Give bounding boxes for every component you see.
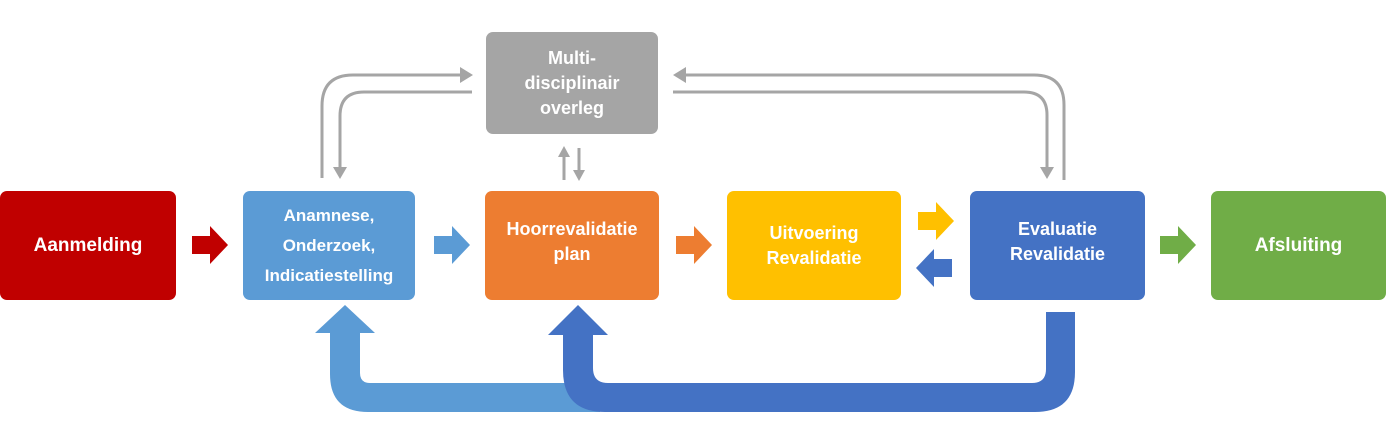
arrow-plan-to-uitvoering	[676, 226, 712, 264]
mdo-loop-left	[320, 73, 472, 178]
node-anamnese: Anamnese, Onderzoek, Indicatiestelling	[243, 191, 415, 300]
mdo-loop-right-arrowhead	[673, 67, 686, 83]
node-label: Aanmelding	[33, 234, 143, 256]
node-label: Evaluatie Revalidatie	[1009, 218, 1106, 264]
node-label: Hoorrevalidatie plan	[506, 218, 638, 264]
feedback-arrow-to-plan	[548, 305, 1075, 412]
arrow-aanmelding-to-anamnese	[192, 226, 228, 264]
node-label: Anamnese, Onderzoek, Indicatiestelling	[264, 205, 394, 285]
node-label: Uitvoering Revalidatie	[766, 222, 862, 268]
node-uitvoering-revalidatie: Uitvoering Revalidatie	[727, 191, 901, 300]
mdo-loop-left-down-arrowhead	[333, 167, 347, 179]
mdo-loop-left-arrowhead	[460, 67, 473, 83]
mdo-plan-down-arrowhead	[573, 170, 585, 181]
node-hoorrevalidatie-plan: Hoorrevalidatie plan	[485, 191, 659, 300]
mdo-loop-right	[673, 73, 1066, 180]
node-aanmelding: Aanmelding	[0, 191, 176, 300]
node-label: Afsluiting	[1254, 234, 1343, 256]
arrow-evaluatie-to-uitvoering	[916, 249, 952, 287]
mdo-loop-right-down-arrowhead	[1040, 167, 1054, 179]
node-multidisciplinair-overleg: Multi- disciplinair overleg	[486, 32, 658, 134]
arrow-uitvoering-to-evaluatie	[918, 202, 954, 240]
mdo-plan-up-arrowhead	[558, 146, 570, 157]
feedback-arrow-to-anamnese	[315, 305, 600, 412]
node-evaluatie-revalidatie: Evaluatie Revalidatie	[970, 191, 1145, 300]
node-afsluiting: Afsluiting	[1211, 191, 1386, 300]
node-label: Multi- disciplinair overleg	[524, 47, 620, 118]
arrow-anamnese-to-plan	[434, 226, 470, 264]
mdo-plan-exchange-arrows	[562, 148, 581, 180]
arrow-evaluatie-to-afsluiting	[1160, 226, 1196, 264]
